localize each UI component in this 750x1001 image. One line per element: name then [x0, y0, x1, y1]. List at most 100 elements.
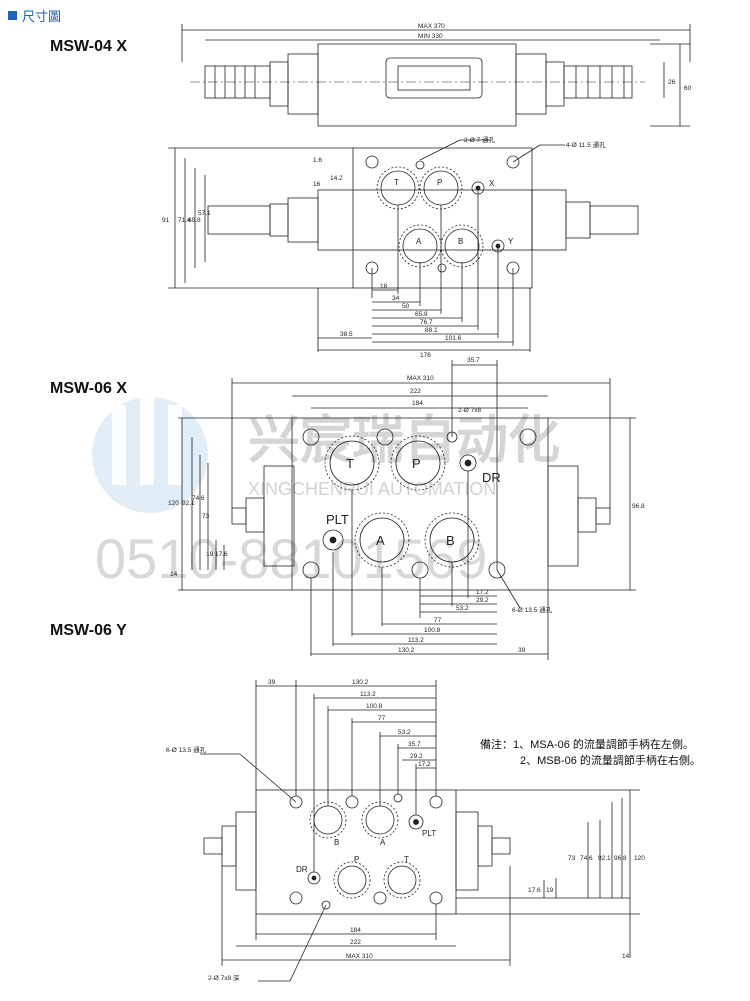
- section-header-label: 尺寸圖: [22, 9, 62, 24]
- watermark: 兴宸瑞自动化 XINGCHENRUI AUTOMATION 0510-88101…: [92, 395, 560, 590]
- dim-v14: 14: [622, 953, 630, 960]
- dim-holes-2x7x8: 2-Ø 7x8: [458, 407, 482, 414]
- dim-17-2: 17.2: [418, 761, 431, 768]
- dim-53-2: 53.2: [456, 605, 469, 612]
- watermark-name: 兴宸瑞自动化: [248, 412, 560, 470]
- msw04-top-view: [168, 139, 639, 352]
- dim-100-8: 100.8: [424, 627, 441, 634]
- dim-v92-1: 92.1: [182, 500, 195, 507]
- dim-38-5: 38.5: [340, 331, 353, 338]
- dim-v120: 120: [168, 500, 179, 507]
- dim-39: 39: [268, 679, 276, 686]
- dim-max-310: MAX 310: [346, 953, 373, 960]
- msw04-side-view: [181, 24, 691, 127]
- port-label-b: B: [446, 533, 455, 548]
- dim-holes-4x11-5: 4-Ø 11.5 通孔: [566, 140, 606, 149]
- dim-91: 91: [162, 217, 170, 224]
- dim-65-8: 65.8: [415, 311, 428, 318]
- dim-min-330: MIN 330: [418, 33, 443, 40]
- dim-29-2: 29.2: [410, 753, 423, 760]
- dim-35-7: 35.7: [408, 741, 421, 748]
- msw06y-top-view: [200, 680, 640, 982]
- model-title-msw06x: MSW-06 X: [50, 380, 128, 397]
- dim-v19: 19: [546, 887, 554, 894]
- dim-88-1: 88.1: [425, 327, 438, 334]
- port-label-y: Y: [508, 237, 514, 246]
- dim-184: 184: [412, 400, 423, 407]
- section-header: 尺寸圖: [8, 6, 61, 25]
- dim-v17-6: 17.6: [528, 887, 541, 894]
- dim-v96-8: 96.8: [614, 855, 627, 862]
- watermark-latin: XINGCHENRUI AUTOMATION: [248, 479, 496, 499]
- watermark-phone: 0510-88101569: [95, 527, 487, 590]
- port-label-b: B: [334, 838, 339, 847]
- dim-v74-6: 74.6: [192, 495, 205, 502]
- dim-v120: 120: [634, 855, 645, 862]
- dim-holes-2x7x8-deep: 2-Ø 7x8 深: [208, 973, 240, 982]
- port-label-a: A: [416, 237, 422, 246]
- note-line-2: 2、MSB-06 的流量調節手柄在右側。: [520, 753, 701, 767]
- dim-113-2: 113.2: [408, 637, 424, 644]
- dim-v19: 19: [206, 551, 214, 558]
- dim-v73: 73: [568, 855, 576, 862]
- dim-50: 50: [402, 303, 410, 310]
- msw06x-top-view: [178, 360, 636, 660]
- watermark-logo-icon: [92, 395, 208, 513]
- dim-77: 77: [434, 617, 442, 624]
- model-title-msw04x: MSW-04 X: [50, 38, 128, 55]
- port-label-dr: DR: [482, 470, 501, 485]
- port-label-dr: DR: [296, 865, 308, 874]
- port-label-a: A: [380, 838, 386, 847]
- dim-113-2: 113.2: [360, 691, 376, 698]
- dim-v14: 14: [170, 571, 178, 578]
- dim-39: 39: [518, 647, 526, 654]
- port-label-p: P: [354, 855, 359, 864]
- dim-101-6: 101.6: [445, 335, 462, 342]
- port-label-plt: PLT: [422, 829, 436, 838]
- dim-max-310: MAX 310: [407, 375, 434, 382]
- port-label-t: T: [346, 456, 354, 471]
- dim-60: 60: [684, 85, 692, 92]
- dim-69-8: 69.8: [188, 217, 201, 224]
- model-title-msw06y: MSW-06 Y: [50, 622, 127, 639]
- dim-v96-8: 96.8: [632, 503, 645, 510]
- dim-holes-2x7: 2-Ø 7 通孔: [464, 135, 496, 144]
- port-label-x: X: [489, 179, 495, 188]
- dim-53-2: 53.2: [398, 729, 411, 736]
- dim-v73: 73: [202, 513, 210, 520]
- square-bullet-icon: [8, 11, 17, 20]
- dim-130-2: 130.2: [398, 647, 415, 654]
- dim-holes-6x13-5: 6-Ø 13.5 通孔: [512, 605, 553, 614]
- note-line-1: 備注：1、MSA-06 的流量調節手柄在左側。: [480, 737, 694, 751]
- port-label-plt: PLT: [326, 512, 349, 527]
- port-label-p: P: [437, 178, 442, 187]
- dim-18: 18: [380, 283, 388, 290]
- dim-57-1: 57.1: [198, 210, 211, 217]
- port-label-a: A: [376, 533, 385, 548]
- dim-14-2: 14.2: [330, 175, 343, 182]
- dim-max-370: MAX 370: [418, 23, 445, 30]
- dim-16: 16: [313, 181, 321, 188]
- dim-222: 222: [350, 939, 361, 946]
- dim-v17-6: 17.6: [215, 551, 228, 558]
- dim-17-2: 17.2: [476, 589, 489, 596]
- port-label-b: B: [458, 237, 463, 246]
- port-label-t: T: [404, 855, 409, 864]
- port-label-t: T: [394, 178, 399, 187]
- dim-76-7: 76.7: [420, 319, 433, 326]
- dim-26: 26: [668, 79, 676, 86]
- dim-29-2: 29.2: [476, 597, 489, 604]
- dim-176: 176: [420, 352, 431, 359]
- dim-184: 184: [350, 927, 361, 934]
- dim-35-7: 35.7: [467, 357, 480, 364]
- dim-100-8: 100.8: [366, 703, 383, 710]
- dim-71-4: 71.4: [178, 217, 191, 224]
- dim-222: 222: [410, 388, 421, 395]
- dim-holes-6x13-5: 6-Ø 13.5 通孔: [166, 745, 207, 754]
- dim-v74-6: 74.6: [580, 855, 593, 862]
- dim-130-2: 130.2: [352, 679, 369, 686]
- dim-34: 34: [392, 295, 400, 302]
- dim-v92-1: 92.1: [598, 855, 611, 862]
- dim-1-6: 1.6: [313, 157, 322, 164]
